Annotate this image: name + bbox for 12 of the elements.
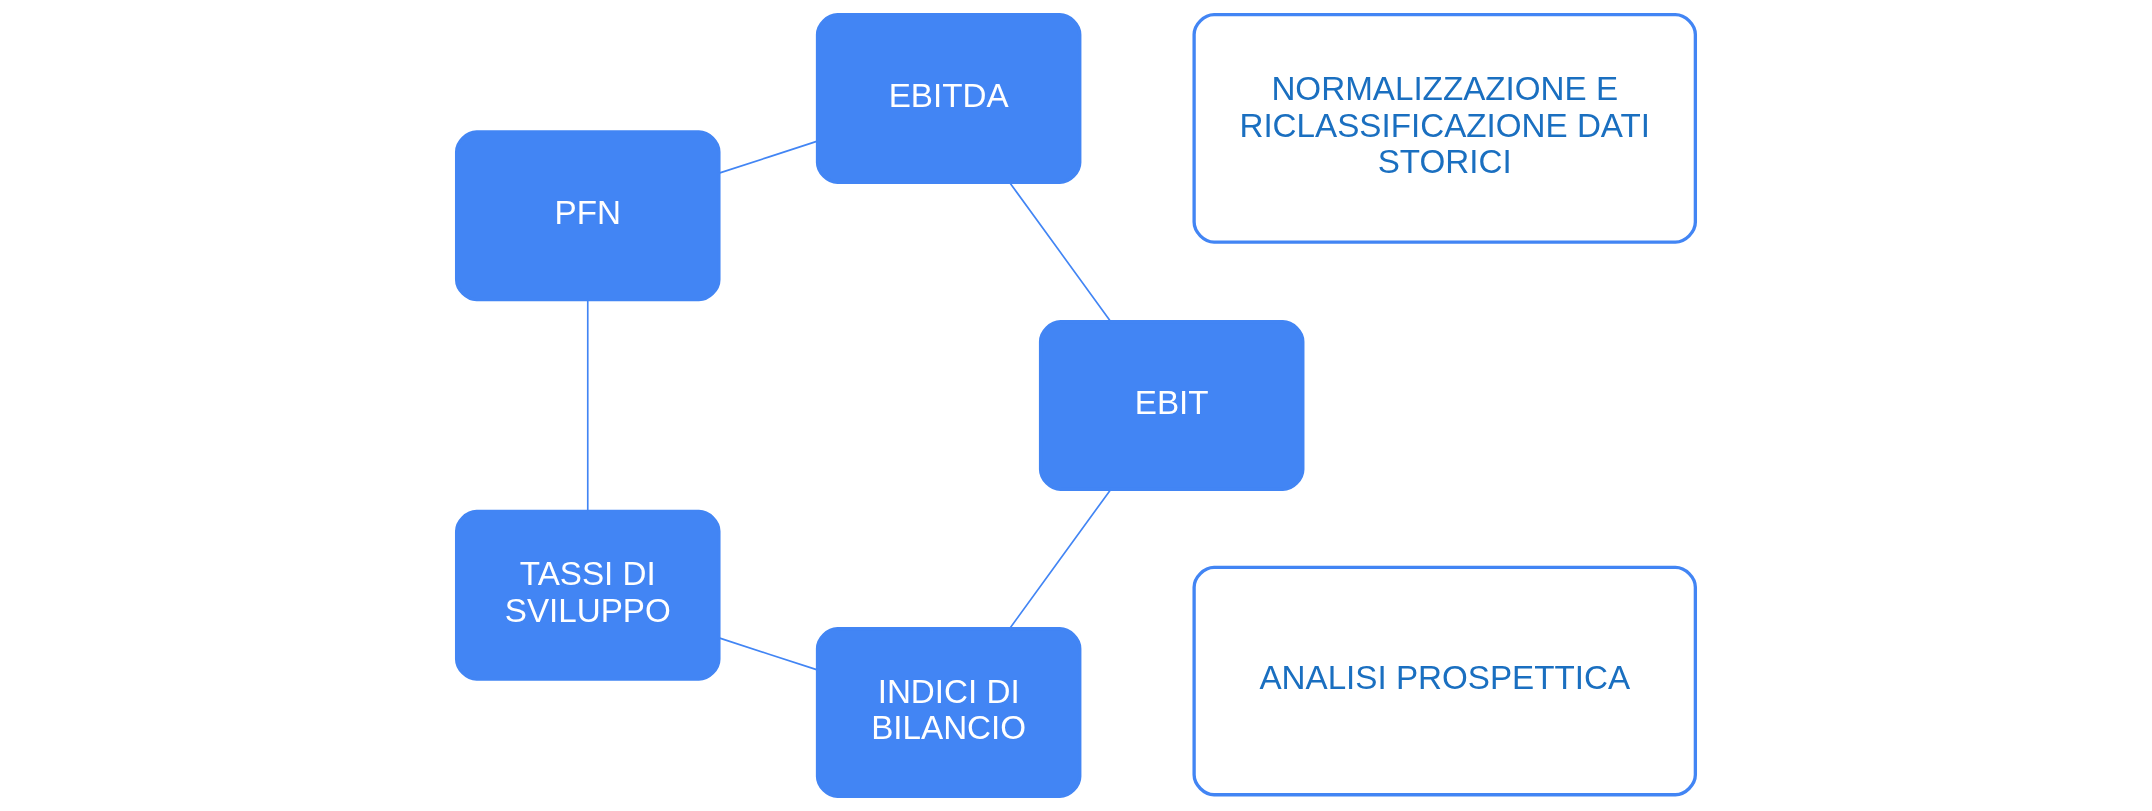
connector (1008, 181, 1112, 323)
connector (1009, 488, 1112, 630)
node-box: EBIT (1038, 320, 1305, 491)
node-box: EBITDA (815, 13, 1082, 184)
node-box: PFN (454, 130, 721, 302)
connector (718, 637, 819, 671)
node-box: TASSI DI SVILUPPO (454, 509, 721, 681)
connector (586, 298, 589, 512)
node-box: ANALISI PROSPETTICA (1192, 565, 1697, 797)
node-box: INDICI DI BILANCIO (815, 627, 1082, 798)
connector (718, 140, 819, 174)
node-box: NORMALIZZAZIONE E RICLASSIFICAZIONE DATI STORICI (1192, 13, 1697, 244)
